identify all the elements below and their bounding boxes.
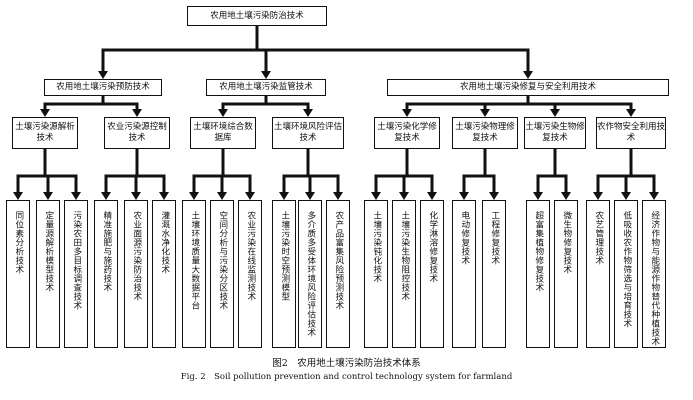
- m22-arrow-0: [533, 192, 543, 200]
- m01-arrow-2: [159, 192, 169, 200]
- m10-arrow-0: [189, 192, 199, 200]
- m11-arrow-1: [305, 192, 315, 200]
- leaf-spatiotemporal-model: 土壤污染时空预测模型: [272, 200, 296, 348]
- leaf-big-data-platform: 土壤环境质量大数据平台: [182, 200, 206, 348]
- m01-arrow-0: [101, 192, 111, 200]
- leaf-isotope-analysis: 同位素分析技术: [6, 200, 30, 348]
- branch-prevention: 农用地土壤污染预防技术: [44, 79, 162, 96]
- b1-arrow-1: [303, 109, 313, 117]
- branch-remediation: 农用地土壤污染修复与安全利用技术: [387, 79, 669, 96]
- leaf-precision-fertilization: 精准施肥与施药技术: [94, 200, 118, 348]
- mid-biological-remediation: 土壤污染生物修复技术: [524, 117, 586, 149]
- b2-arrow-3: [626, 109, 636, 117]
- leaf-crop-substitution: 经济作物与能源作物替代种植技术: [642, 200, 666, 348]
- b1-arrow-0: [218, 109, 228, 117]
- mid-risk-assessment: 土壤环境风险评估技术: [272, 117, 344, 149]
- m10-arrow-1: [217, 192, 227, 200]
- m20-arrow-1: [399, 192, 409, 200]
- mid-source-analysis: 土壤污染源解析技术: [12, 117, 78, 149]
- m20-arrow-2: [427, 192, 437, 200]
- mid-physical-remediation: 土壤污染物理修复技术: [452, 117, 518, 149]
- mid-crop-safe-use: 农作物安全利用技术: [596, 117, 666, 149]
- figure-caption-english: Fig. 2 Soil pollution prevention and con…: [180, 372, 513, 382]
- leaf-irrigation-purification: 灌溉水净化技术: [152, 200, 176, 348]
- figure-caption-chinese: 图2 农用地土壤污染防治技术体系: [272, 358, 421, 369]
- m20-arrow-0: [371, 192, 381, 200]
- m21-arrow-1: [489, 192, 499, 200]
- root-arrow-0: [98, 71, 108, 79]
- leaf-chemical-leaching: 化学淋溶修复技术: [420, 200, 444, 348]
- b0-arrow-0: [40, 109, 50, 117]
- mid-chemical-remediation: 土壤污染化学修复技术: [374, 117, 440, 149]
- root-arrow-2: [523, 71, 533, 79]
- m11-arrow-2: [333, 192, 343, 200]
- m00-arrow-1: [43, 192, 53, 200]
- leaf-nonpoint-source-control: 农业面源污染防治技术: [124, 200, 148, 348]
- leaf-electrokinetic: 电动修复技术: [452, 200, 476, 348]
- branch-supervision: 农用地土壤污染监管技术: [206, 79, 326, 96]
- leaf-multi-target-survey: 污染农田多目标调查技术: [64, 200, 88, 348]
- m11-arrow-0: [279, 192, 289, 200]
- root-arrow-1: [261, 71, 271, 79]
- b2-arrow-2: [550, 109, 560, 117]
- b2-arrow-1: [480, 109, 490, 117]
- m23-arrow-0: [593, 192, 603, 200]
- b0-arrow-1: [132, 109, 142, 117]
- leaf-engineering: 工程修复技术: [482, 200, 506, 348]
- m23-arrow-1: [621, 192, 631, 200]
- root-node: 农用地土壤污染防治技术: [187, 6, 327, 26]
- leaf-multimedia-risk: 多介质多受体环境风险评估技术: [298, 200, 322, 348]
- leaf-quantitative-source-model: 定量源解析模型技术: [36, 200, 60, 348]
- m10-arrow-2: [245, 192, 255, 200]
- leaf-agronomic-management: 农艺管理技术: [586, 200, 610, 348]
- leaf-hyperaccumulator: 超富集植物修复技术: [526, 200, 550, 348]
- mid-source-control: 农业污染源控制技术: [104, 117, 170, 149]
- leaf-passivation: 土壤污染钝化技术: [364, 200, 388, 348]
- b2-arrow-0: [402, 109, 412, 117]
- leaf-online-monitoring: 农业污染在线监测技术: [238, 200, 262, 348]
- m22-arrow-1: [561, 192, 571, 200]
- m01-arrow-1: [131, 192, 141, 200]
- leaf-spatial-zoning: 空间分析与污染分区技术: [210, 200, 234, 348]
- m00-arrow-0: [13, 192, 23, 200]
- m23-arrow-2: [649, 192, 659, 200]
- leaf-low-uptake-crops: 低吸收农作物筛选与培育技术: [614, 200, 638, 348]
- leaf-enrichment-risk: 农产品富集风险预测技术: [326, 200, 350, 348]
- mid-database: 土壤环境综合数据库: [190, 117, 256, 149]
- leaf-microbial: 微生物修复技术: [554, 200, 578, 348]
- leaf-biological-barrier: 土壤污染生物阻控技术: [392, 200, 416, 348]
- m00-arrow-2: [71, 192, 81, 200]
- m21-arrow-0: [459, 192, 469, 200]
